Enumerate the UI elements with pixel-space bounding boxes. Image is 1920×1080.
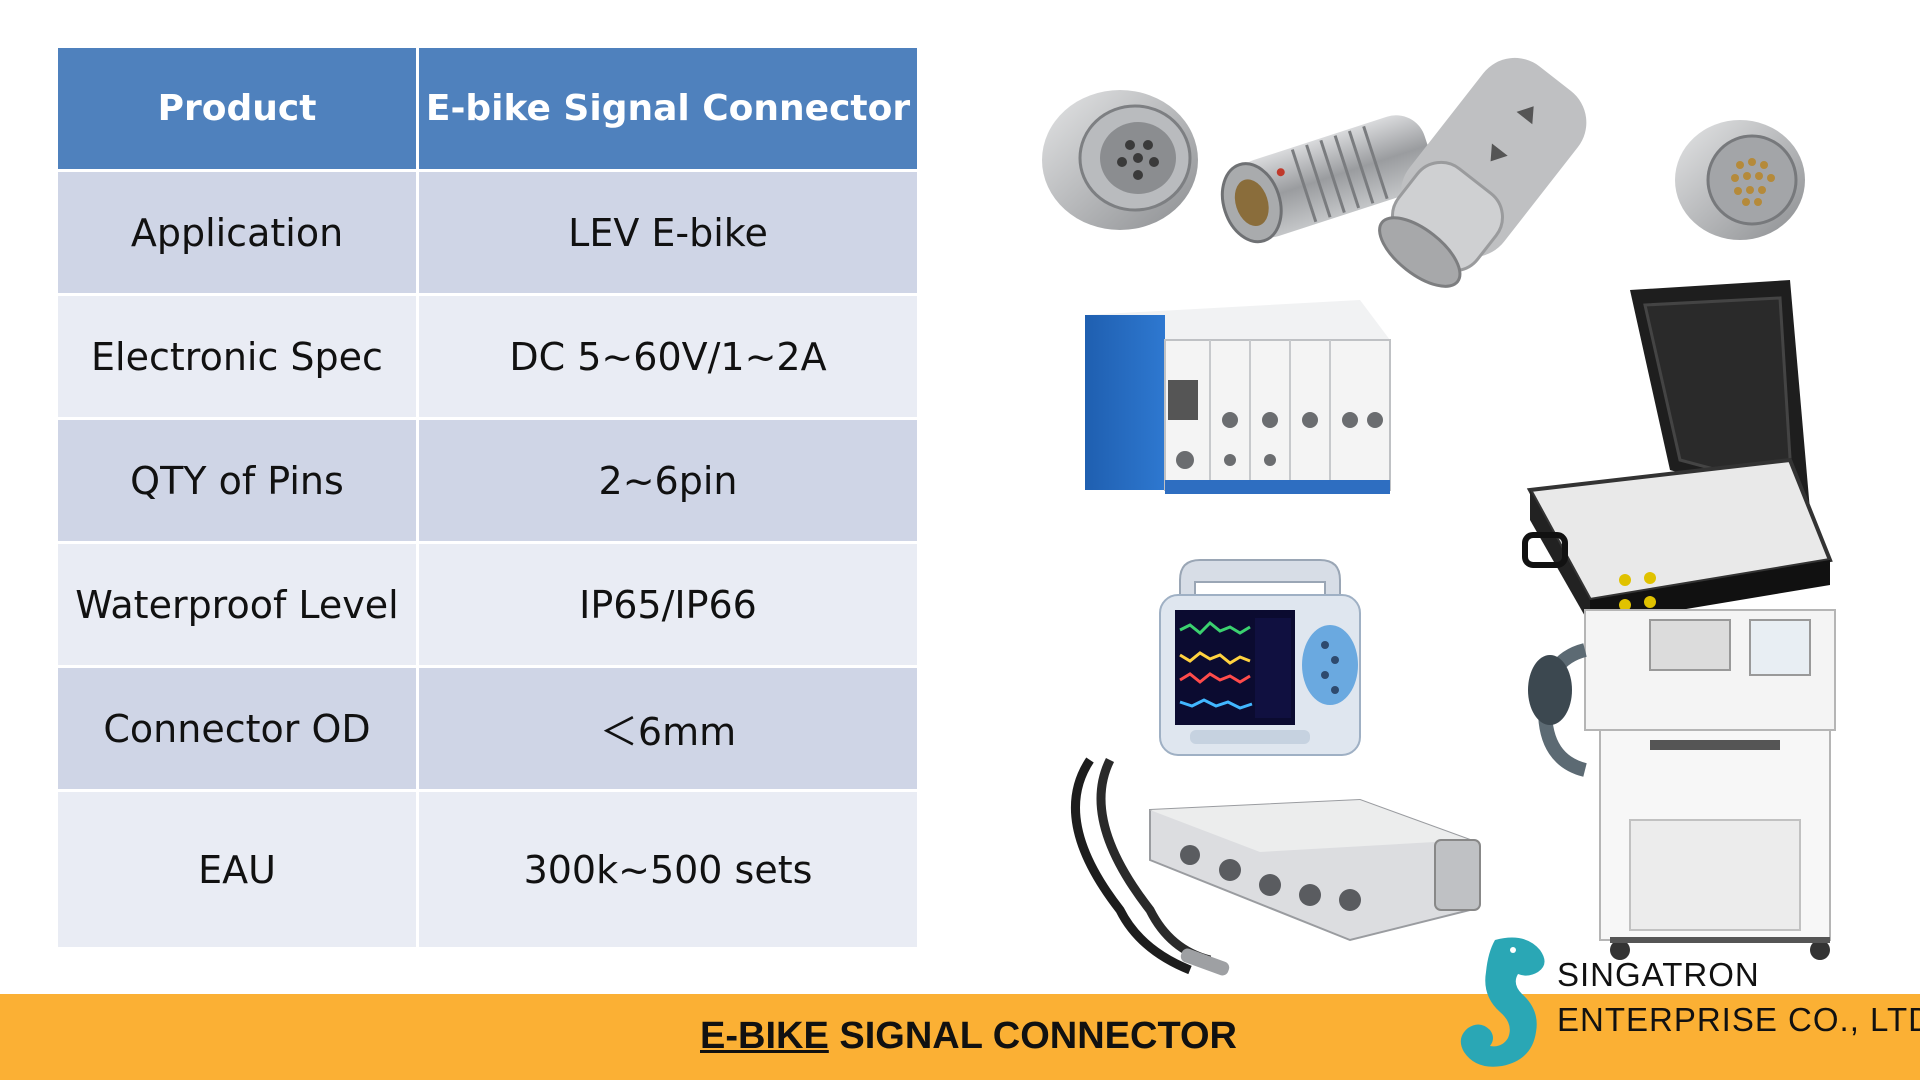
row-label: Electronic Spec	[55, 293, 419, 420]
footer-title-rest: SIGNAL CONNECTOR	[828, 1015, 1237, 1057]
patient-monitor-image	[1159, 559, 1361, 756]
seahorse-logo-icon	[1460, 937, 1545, 1067]
table-row: Waterproof Level IP65/IP66	[55, 541, 920, 668]
header-product: Product	[55, 45, 419, 172]
data-acquisition-rack-image	[1085, 300, 1391, 494]
company-logo	[1460, 937, 1545, 1067]
row-value: 300k~500 sets	[416, 789, 920, 950]
rugged-case-image	[1522, 280, 1833, 625]
row-value: DC 5~60V/1~2A	[416, 293, 920, 420]
table-row: EAU 300k~500 sets	[55, 789, 920, 950]
straight-plug-image	[1220, 115, 1433, 244]
table-row: Electronic Spec DC 5~60V/1~2A	[55, 293, 920, 420]
table-row: Connector OD ＜6mm	[55, 665, 920, 792]
header-value: E-bike Signal Connector	[416, 45, 920, 172]
product-photos	[1042, 57, 1836, 976]
multipin-receptacle-image	[1675, 120, 1805, 240]
company-name-line1: SINGATRON	[1557, 956, 1760, 993]
row-value: 2~6pin	[416, 417, 920, 544]
table-row: Application LEV E-bike	[55, 169, 920, 296]
row-value: ＜6mm	[416, 665, 920, 792]
footer-title-underlined: E-BIKE	[700, 1015, 829, 1057]
row-value: LEV E-bike	[416, 169, 920, 296]
row-label: Connector OD	[55, 665, 419, 792]
footer-bar	[0, 994, 1920, 1080]
row-value: IP65/IP66	[416, 541, 920, 668]
row-label: QTY of Pins	[55, 417, 419, 544]
footer-title: E-BIKE SIGNAL CONNECTOR	[700, 1015, 1237, 1058]
row-label: Application	[55, 169, 419, 296]
table-header-row: Product E-bike Signal Connector	[55, 45, 920, 172]
row-label: Waterproof Level	[55, 541, 419, 668]
inline-plug-image	[1378, 57, 1587, 288]
table-row: QTY of Pins 2~6pin	[55, 417, 920, 544]
row-label: EAU	[55, 789, 419, 950]
sensor-module-image	[1070, 757, 1481, 976]
receptacle-connector-image	[1042, 90, 1198, 230]
company-name-line2: ENTERPRISE CO., LTD	[1557, 1001, 1920, 1038]
anesthesia-machine-image	[1528, 609, 1836, 960]
spec-table: Product E-bike Signal Connector Applicat…	[55, 45, 920, 950]
